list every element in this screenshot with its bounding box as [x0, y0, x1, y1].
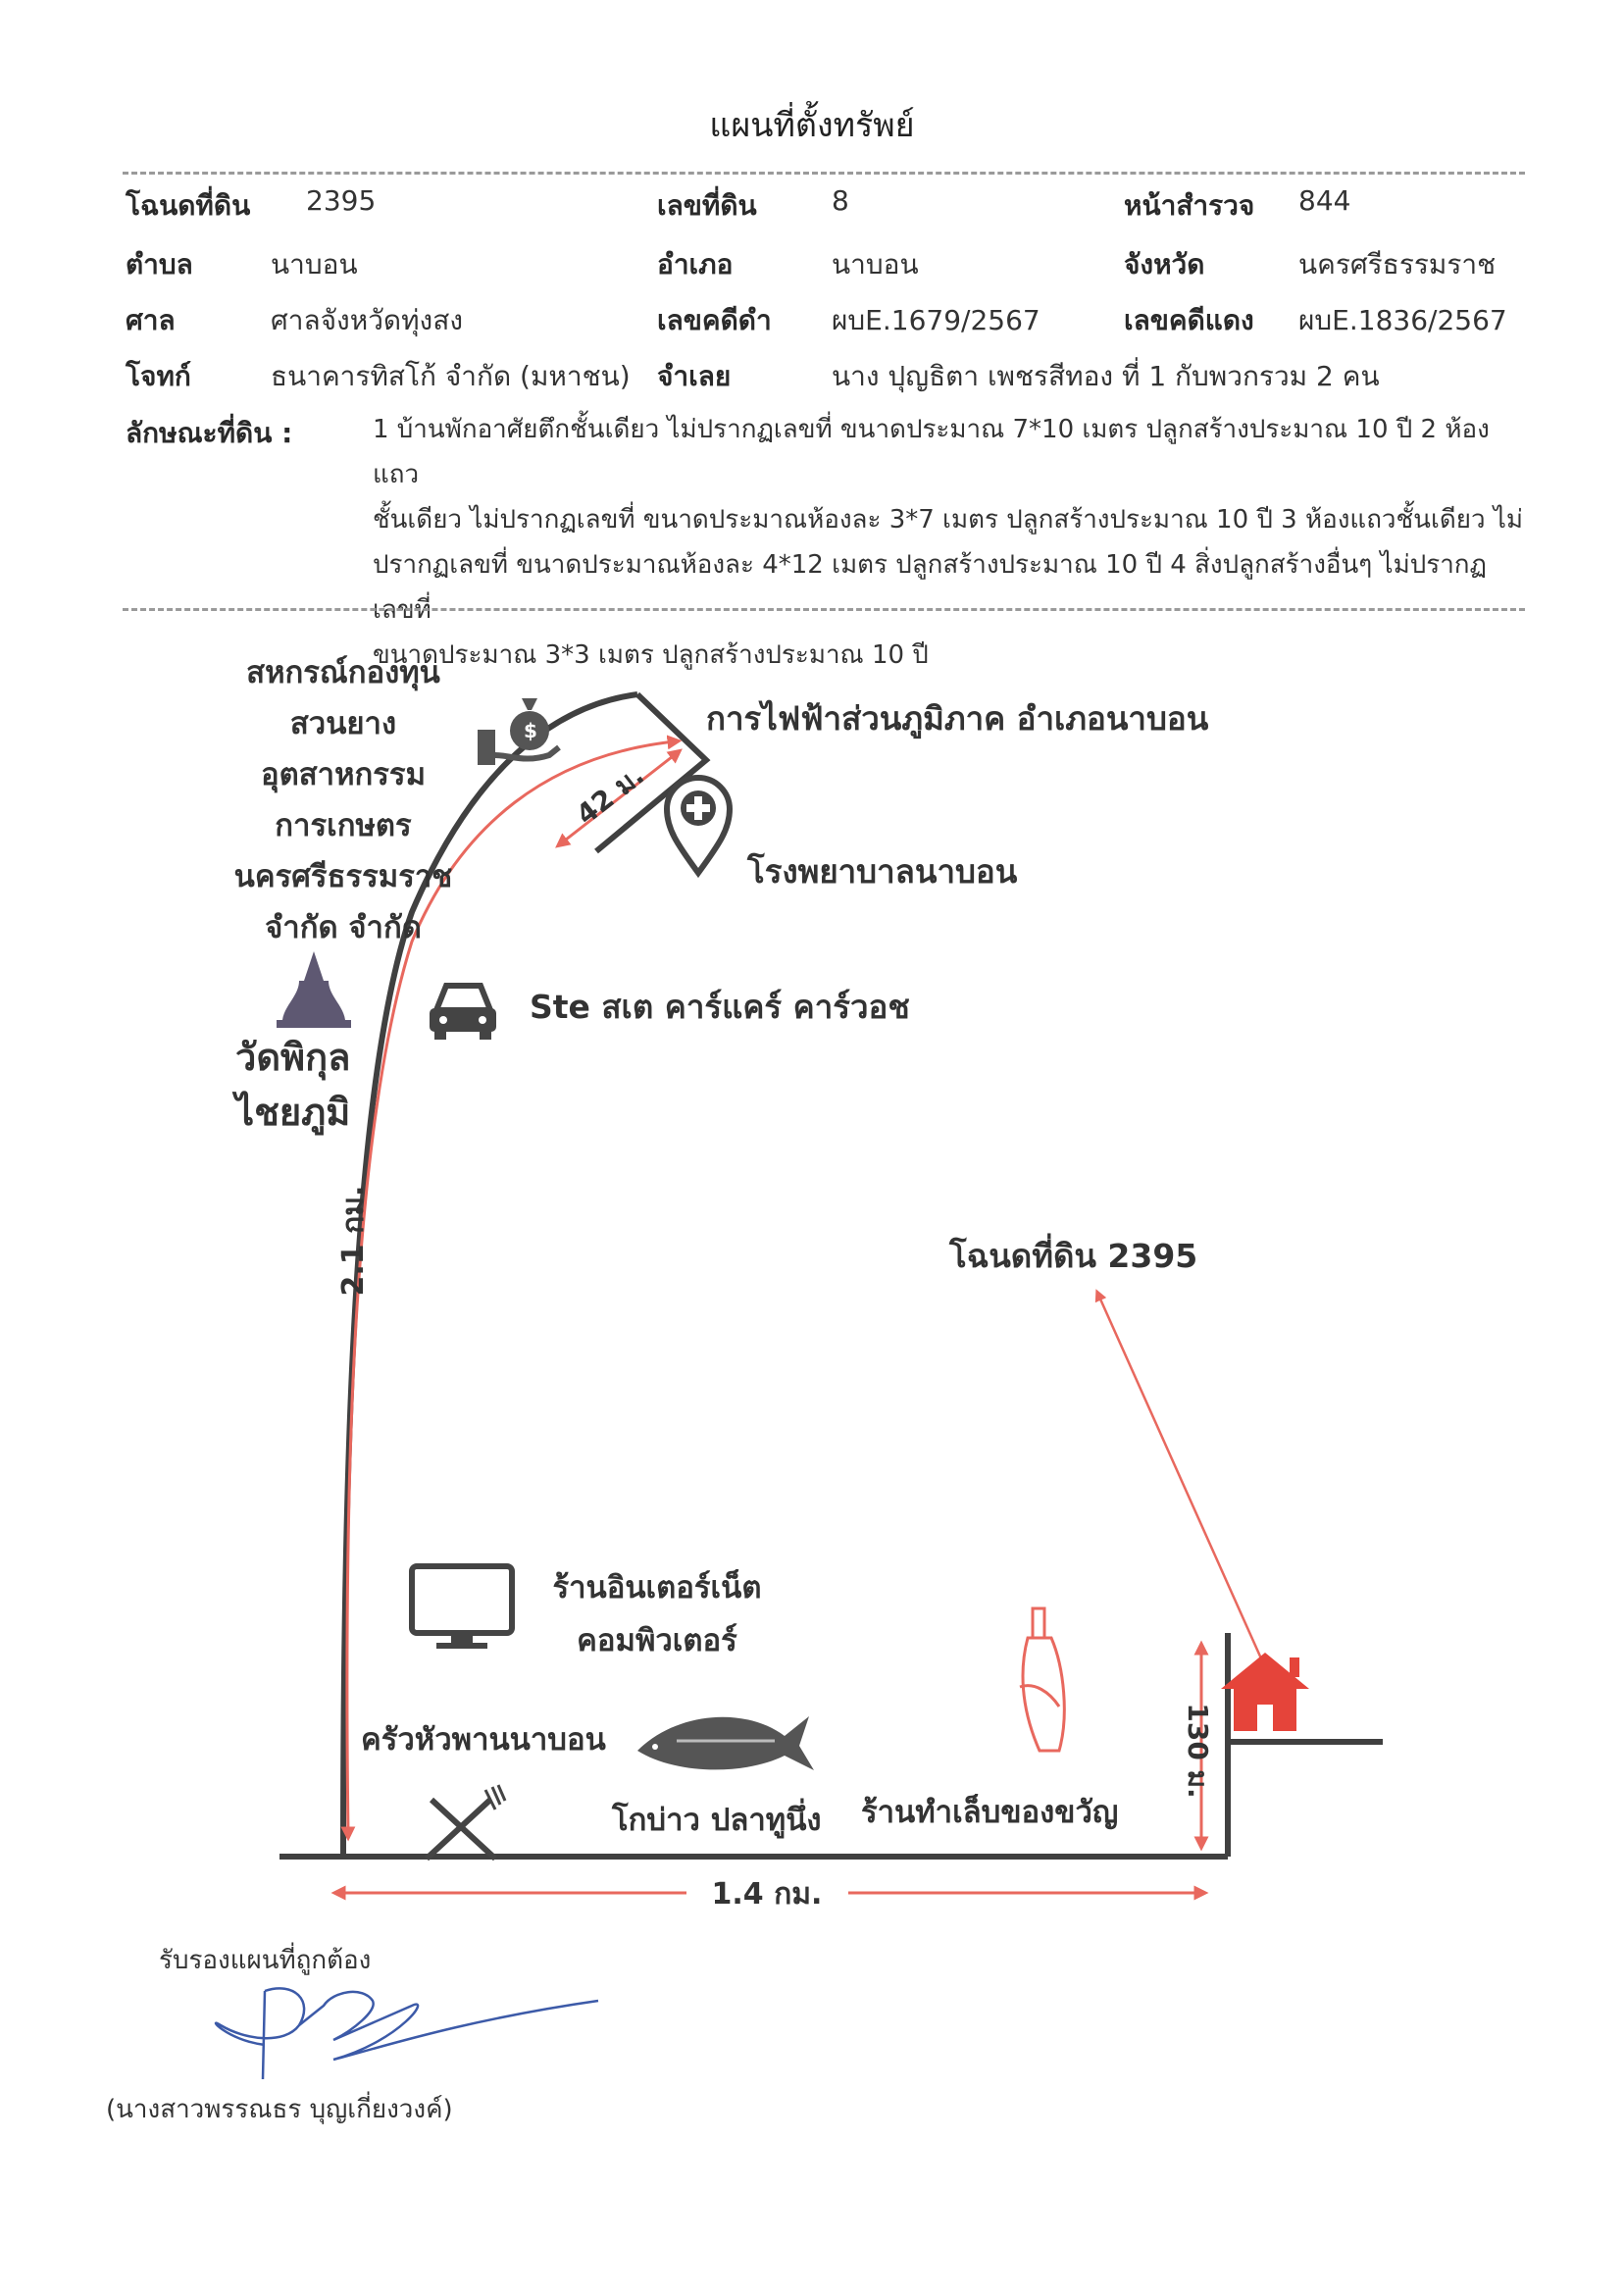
plaintiff-label: โจทก์ [126, 360, 191, 392]
survey-label: หน้าสำรวจ [1124, 189, 1255, 222]
coop-label: สหกรณ์กองทุน สวนยาง อุตสาหกรรม การเกษตร … [233, 655, 453, 945]
fork-knife-icon [424, 1784, 507, 1861]
black-case-label: เลขคดีดำ [657, 304, 772, 336]
temple-icon [277, 951, 351, 1028]
land-no-value: 8 [832, 184, 849, 217]
plaintiff-value: ธนาคารทิสโก้ จำกัด (มหาชน) [271, 360, 631, 392]
temple-label: วัดพิกุล ไชยภูมิ [235, 1036, 351, 1134]
court-value: ศาลจังหวัดทุ่งสง [271, 304, 463, 336]
distance-arrow-2-1km [340, 735, 683, 1842]
car-care-label: Ste สเต คาร์แคร์ คาร์วอช [530, 988, 910, 1026]
nail-shop-label: ร้านทำเล็บของขวัญ [861, 1795, 1119, 1830]
house-icon [1221, 1653, 1309, 1731]
red-case-label: เลขคดีแดง [1124, 304, 1254, 336]
certify-text: รับรองแผนที่ถูกต้อง [159, 1946, 372, 1975]
nail-polish-icon [1019, 1606, 1066, 1753]
dist-130m-label: 130 ม. [1182, 1703, 1214, 1798]
dist-2-1km-label: 2.1 กม. [336, 1186, 371, 1297]
subdistrict-label: ตำบล [126, 248, 193, 280]
district-value: นาบอน [832, 248, 919, 280]
defendant-label: จำเลย [657, 360, 732, 392]
land-no-label: เลขที่ดิน [657, 189, 757, 222]
fish-shop-label: โกบ่าว ปลาทูนึ่ง [612, 1803, 822, 1838]
land-char-label: ลักษณะที่ดิน : [126, 417, 293, 449]
survey-value: 844 [1298, 184, 1351, 217]
deed-label: โฉนดที่ดิน [126, 189, 251, 222]
province-value: นครศรีธรรมราช [1298, 248, 1497, 280]
subdistrict-value: นาบอน [271, 248, 358, 280]
signature-icon [214, 1987, 599, 2080]
defendant-value: นาง ปุญธิตา เพชรสีทอง ที่ 1 กับพวกรวม 2 … [832, 360, 1380, 392]
svg-text:$: $ [524, 719, 537, 742]
dist-1-4km-label: 1.4 กม. [712, 1877, 823, 1912]
land-char-description: 1 บ้านพักอาศัยตึกชั้นเดียว ไม่ปรากฏเลขที… [373, 407, 1525, 678]
red-case-value: ผบE.1836/2567 [1298, 304, 1507, 336]
money-bag-icon: $ [478, 698, 561, 765]
land-char-line: ชั้นเดียว ไม่ปรากฏเลขที่ ขนาดประมาณห้องล… [373, 505, 1524, 535]
bottom-divider [123, 608, 1525, 611]
distance-arrow-42m [555, 748, 683, 848]
signer-name: (นางสาวพรรณธร บุญเกี่ยงวงค์) [106, 2095, 453, 2124]
hospital-label: โรงพยาบาลนาบอน [747, 852, 1018, 891]
hospital-pin-icon [663, 775, 734, 879]
deed-marker-label: โฉนดที่ดิน 2395 [949, 1237, 1198, 1275]
car-icon [430, 983, 496, 1040]
court-label: ศาล [126, 304, 176, 336]
internet-shop-label: ร้านอินเตอร์เน็ต คอมพิวเตอร์ [552, 1570, 762, 1658]
deed-pointer-line [1094, 1289, 1267, 1668]
province-label: จังหวัด [1124, 248, 1205, 280]
page-title: แผนที่ตั้งทรัพย์ [709, 106, 915, 145]
electricity-office-label: การไฟฟ้าส่วนภูมิภาค อำเภอนาบอน [706, 699, 1209, 738]
kitchen-label: ครัวหัวพานนาบอน [361, 1722, 606, 1758]
land-char-line: ขนาดประมาณ 3*3 เมตร ปลูกสร้างประมาณ 10 ป… [373, 640, 929, 670]
fish-icon [637, 1716, 814, 1770]
deed-value: 2395 [306, 184, 377, 217]
black-case-value: ผบE.1679/2567 [832, 304, 1040, 336]
land-char-line: 1 บ้านพักอาศัยตึกชั้นเดียว ไม่ปรากฏเลขที… [373, 415, 1490, 489]
computer-monitor-icon [409, 1563, 515, 1649]
top-divider [123, 172, 1525, 175]
district-label: อำเภอ [657, 248, 734, 280]
